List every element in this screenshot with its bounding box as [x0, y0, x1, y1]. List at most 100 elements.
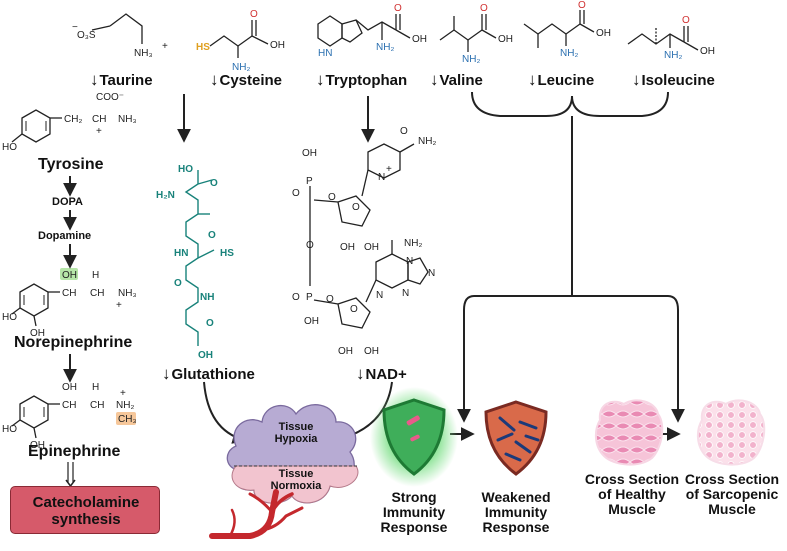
tissue-normoxia-label: Tissue Normoxia	[270, 468, 322, 492]
tryptophan-label: ↓Tryptophan	[316, 70, 408, 89]
trp-o-label: O	[394, 3, 402, 14]
leucine-structure	[523, 10, 595, 48]
nad-p1-label: P	[306, 176, 313, 187]
decrease-arrow-icon: ↓	[356, 364, 365, 383]
leu-oh-label: OH	[596, 28, 611, 39]
gsh-ho-label: HO	[178, 164, 193, 175]
ne-h-label: H	[92, 270, 99, 281]
strong-immunity-label: Strong Immunity Response	[380, 489, 448, 535]
weakened-shield	[484, 400, 548, 476]
healthy-muscle	[594, 399, 664, 466]
nad-oh2-label: OH	[340, 242, 355, 253]
nh3-label: NH₃	[134, 48, 153, 59]
epi-oh-label: OH	[62, 382, 77, 393]
ile-nh2-label: NH₂	[664, 50, 682, 61]
nad-n2-label: N	[406, 256, 413, 267]
decrease-arrow-icon: ↓	[528, 70, 537, 89]
sarcopenic-muscle	[696, 399, 766, 466]
isoleucine-label: ↓Isoleucine	[632, 70, 715, 89]
nad-nh2-label: NH₂	[418, 136, 436, 147]
nad-nh2b-label: NH₂	[404, 238, 422, 249]
chem-labels: O₃S − NH₃ + HS O OH NH₂ HN O OH NH₂ O OH…	[2, 0, 715, 451]
tyr-coo-label: COO⁻	[96, 92, 124, 103]
ne-oh2-label: OH	[30, 328, 45, 339]
tyr-plus-label: +	[96, 126, 102, 137]
cys-sh-label: HS	[196, 42, 210, 53]
nad-label: ↓NAD+	[356, 364, 407, 383]
minus-label: −	[72, 22, 78, 33]
nad-oh5-label: OH	[338, 346, 353, 357]
norepinephrine-label: Norepinephrine	[14, 334, 133, 351]
trp-nh2-label: NH₂	[376, 42, 394, 53]
plus-label: +	[162, 41, 168, 52]
nad-o2-label: O	[328, 192, 336, 203]
gsh-o4-label: O	[206, 318, 214, 329]
tryptophan-structure	[317, 14, 411, 47]
dopa-label: DOPA	[52, 196, 83, 208]
epi-ch2-label: CH	[90, 400, 104, 411]
nad-o6-label: O	[292, 292, 300, 303]
catecholamine-synthesis-box: Catecholamine synthesis	[10, 486, 160, 534]
tissue-cloud	[226, 404, 359, 504]
dopamine-label: Dopamine	[38, 230, 92, 242]
cysteine-label: ↓Cysteine	[210, 70, 283, 89]
gsh-nh-label: NH	[200, 292, 214, 303]
epi-ch3-label: CH₃	[118, 414, 137, 425]
sarcopenic-muscle-label: Cross Section of Sarcopenic Muscle	[684, 471, 780, 517]
cys-o-label: O	[250, 9, 258, 20]
healthy-muscle-label: Cross Section of Healthy Muscle	[584, 471, 680, 517]
nad-n5-label: N	[376, 290, 383, 301]
norepinephrine-structure	[11, 268, 78, 327]
nad-p2-label: P	[306, 292, 313, 303]
nad-oh6-label: OH	[364, 346, 379, 357]
gsh-oh-label: OH	[198, 350, 213, 361]
nad-n4-label: N	[402, 288, 409, 299]
decrease-arrow-icon: ↓	[162, 364, 171, 383]
decrease-arrow-icon: ↓	[90, 70, 99, 89]
trp-hn-label: HN	[318, 48, 332, 59]
tissue-hypoxia-label: Tissue Hypoxia	[274, 421, 318, 445]
catecholamine-synthesis-label: Catecholamine synthesis	[32, 494, 140, 528]
valine-label: ↓Valine	[430, 70, 483, 89]
decrease-arrow-icon: ↓	[210, 70, 219, 89]
glutathione-structure	[184, 170, 215, 346]
gsh-hs-label: HS	[220, 248, 234, 259]
tyrosine-structure	[11, 109, 62, 143]
nad-o7-label: O	[326, 294, 334, 305]
ne-nh3-label: NH₃	[118, 288, 137, 299]
epi-ch-label: CH	[62, 400, 76, 411]
taurine-label: ↓Taurine	[90, 70, 153, 89]
epi-oh2-label: OH	[30, 440, 45, 451]
epi-h-label: H	[92, 382, 99, 393]
taurine-structure	[91, 13, 143, 44]
decrease-arrow-icon: ↓	[316, 70, 325, 89]
tyrosine-label: Tyrosine	[38, 156, 104, 173]
val-nh2-label: NH₂	[462, 54, 480, 65]
strong-shield	[370, 387, 458, 487]
ne-oh-label: OH	[62, 270, 77, 281]
nad-o4-label: O	[400, 126, 408, 137]
cys-nh2-label: NH₂	[232, 62, 250, 73]
gsh-h2n-label: H₂N	[156, 190, 175, 201]
gsh-o1-label: O	[210, 178, 218, 189]
gsh-hn-label: HN	[174, 248, 188, 259]
weakened-immunity-label: Weakened Immunity Response	[481, 489, 551, 535]
tyr-nh3-label: NH₃	[118, 114, 137, 125]
ile-oh-label: OH	[700, 46, 715, 57]
nad-n3-label: N	[428, 268, 435, 279]
ne-ho1-label: HO	[2, 312, 17, 323]
nad-oh3-label: OH	[364, 242, 379, 253]
tyr-ch-label: CH	[92, 114, 106, 125]
val-o-label: O	[480, 3, 488, 14]
leucine-label: ↓Leucine	[528, 70, 595, 89]
ne-ch-label: CH	[62, 288, 76, 299]
nad-o1-label: O	[292, 188, 300, 199]
glutathione-label: ↓Glutathione	[162, 364, 255, 383]
val-oh-label: OH	[498, 34, 513, 45]
nad-structure	[309, 143, 429, 329]
epinephrine-label: Epinephrine	[28, 443, 121, 460]
epi-plus-label: +	[120, 388, 126, 399]
trp-oh-label: OH	[412, 34, 427, 45]
cysteine-structure	[209, 20, 269, 58]
